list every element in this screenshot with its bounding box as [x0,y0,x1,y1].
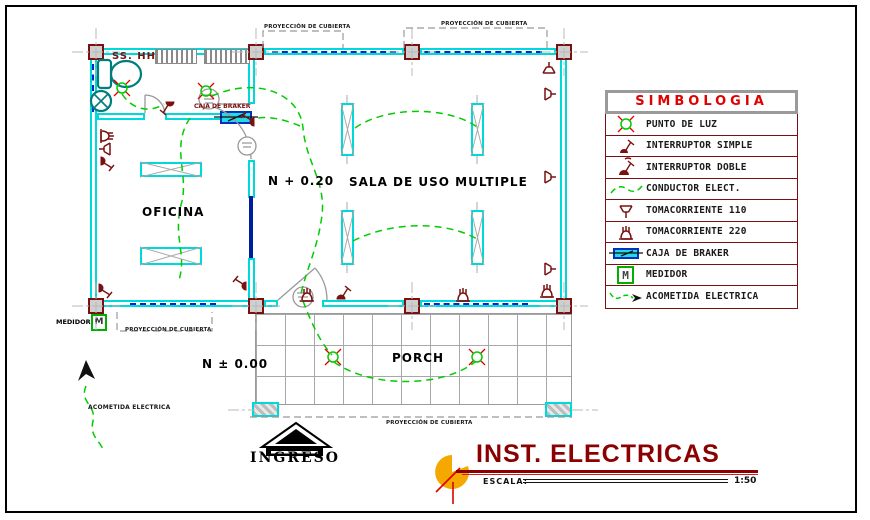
column [404,298,420,314]
legend-row-label: TOMACORRIENTE 110 [646,204,747,216]
wall-right [560,48,567,307]
meter-icon: M [606,265,646,285]
conductor-icon [606,179,646,199]
column [556,44,572,60]
pilaster [471,103,484,156]
legend-row-acometida: ACOMETIDA ELECTRICA [606,286,797,308]
legend-row-label: TOMACORRIENTE 220 [646,226,747,238]
entrance-label: INGRESO [250,450,340,466]
wall-bottom-b1 [264,300,278,307]
legend-row-label: INTERRUPTOR DOBLE [646,161,747,173]
pilaster [471,210,484,265]
window-top-b [272,51,396,53]
roof-projection-label-bottom-center: PROYECCIÓN DE CUBIERTA [386,420,473,426]
hatch-band-1 [155,49,197,64]
legend-row-tomacorriente-110: TOMACORRIENTE 110 [606,200,797,222]
legend-row-label: ACOMETIDA ELECTRICA [646,291,759,303]
light-point-icon [606,114,646,134]
breaker-box [220,111,252,124]
legend-row-label: CAJA DE BRAKER [646,247,729,259]
meter-box: M [91,314,107,331]
legend-row-interruptor-simple: INTERRUPTOR SIMPLE [606,136,797,157]
drawing-title: INST. ELECTRICAS [476,440,720,468]
wall-partition-2 [248,160,255,198]
room-label-bathroom: SS. HH [112,51,156,62]
roof-projection-label-top-right: PROYECCIÓN DE CUBIERTA [441,21,528,27]
legend: SIMBOLOGIA PUNTO DE LUZ INTERRUPTOR SIMP… [605,90,798,309]
level-label-porch: N ± 0.00 [202,357,269,371]
legend-row-medidor: M MEDIDOR [606,265,797,286]
legend-row-tomacorriente-220: TOMACORRIENTE 220 [606,222,797,243]
legend-row-label: PUNTO DE LUZ [646,118,718,130]
legend-row-label: MEDIDOR [646,269,688,281]
legend-row-conductor: CONDUCTOR ELECT. [606,179,797,200]
room-label-hall: SALA DE USO MULTIPLE [349,175,528,189]
legend-row-interruptor-doble: INTERRUPTOR DOBLE [606,157,797,179]
switch-double-icon [606,157,646,177]
meter-label: MEDIDOR [56,318,91,326]
window-partition [249,196,253,258]
room-label-porch: PORCH [392,351,445,365]
scale-value: 1:50 [734,476,757,486]
switch-simple-icon [606,136,646,156]
office-desk-2 [140,247,202,265]
office-desk-1 [140,162,202,177]
window-top-c [424,51,542,53]
svg-text:M: M [622,269,629,282]
legend-body: PUNTO DE LUZ INTERRUPTOR SIMPLE INTERRUP [605,114,798,309]
window-bottom-a [130,303,216,305]
column [88,44,104,60]
scale-label: ESCALA: [483,477,528,486]
column [248,298,264,314]
hatch-band-2 [204,49,250,64]
legend-row-punto-de-luz: PUNTO DE LUZ [606,114,797,136]
service-entrance-icon [606,287,646,307]
column [556,298,572,314]
wall-bath-a [97,113,145,120]
sheet-border [5,5,857,513]
pilaster [341,103,354,156]
breaker-box-icon [606,243,646,263]
legend-row-label: CONDUCTOR ELECT. [646,183,741,195]
column [248,44,264,60]
legend-row-caja-de-braker: CAJA DE BRAKER [606,243,797,265]
porch-column-left [252,402,279,417]
medidor-feed-line [92,64,94,112]
outlet-220-icon [606,222,646,242]
wall-bottom-b2 [322,300,404,307]
porch-column-right [545,402,572,417]
breaker-box-label: CAJA DE BRAKER [194,103,251,110]
title-underline [456,470,758,473]
column [404,44,420,60]
column [88,298,104,314]
roof-projection-label-bottom-left: PROYECCIÓN DE CUBIERTA [125,327,212,333]
room-label-office: OFICINA [142,205,205,219]
title-underline-thin [462,474,758,475]
pilaster [341,210,354,265]
acometida-label: ACOMETIDA ELECTRICA [88,404,171,411]
scale-rule-line [523,479,728,483]
level-label-hall: N + 0.20 [268,174,335,188]
legend-row-label: INTERRUPTOR SIMPLE [646,140,753,152]
wall-partition-3 [248,258,255,302]
legend-title: SIMBOLOGIA [605,90,798,114]
roof-projection-label-top-left: PROYECCIÓN DE CUBIERTA [264,24,351,30]
outlet-110-icon [606,200,646,220]
window-bottom-c [424,303,528,305]
